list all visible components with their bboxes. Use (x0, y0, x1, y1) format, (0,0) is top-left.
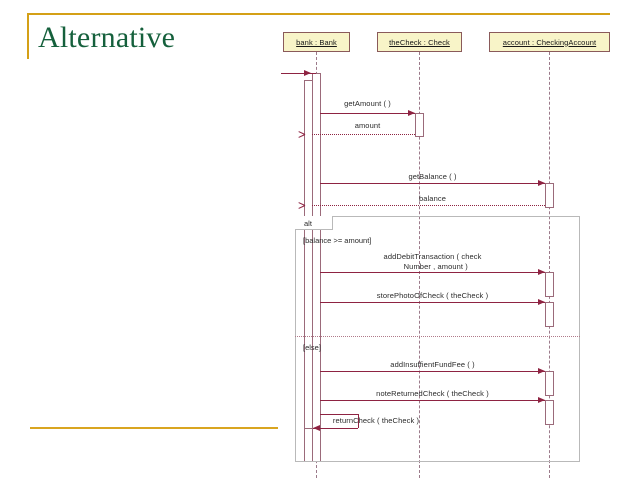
activation-bar-account (545, 183, 554, 208)
lifeline-head-theCheck[interactable]: theCheck : Check (377, 32, 462, 52)
found-message-line (281, 73, 316, 74)
title-top-rule (27, 13, 610, 15)
message-arrowhead-m5 (538, 269, 545, 275)
message-label-m6: storePhotoOfCheck ( theCheck ) (376, 291, 489, 300)
activation-bar-account (545, 400, 554, 425)
message-label-m7: addInsuffientFundFee ( ) (390, 360, 475, 369)
title-left-rule (27, 13, 29, 59)
lifeline-stem-account (549, 52, 550, 478)
alt-guard-1: [else] (303, 343, 321, 352)
lifeline-label: account : CheckingAccount (502, 37, 597, 47)
message-label-m4: balance (419, 194, 446, 203)
alt-operand-divider (295, 336, 580, 337)
alt-fragment-tab (295, 216, 333, 230)
message-line-m1 (320, 113, 415, 114)
message-label-m5: addDebitTransaction ( check Number , amo… (383, 252, 482, 271)
activation-bar-account (545, 302, 554, 327)
message-arrowhead-m2 (305, 130, 312, 138)
self-message-side-m9 (358, 414, 359, 428)
lifeline-head-account[interactable]: account : CheckingAccount (489, 32, 610, 52)
message-label-m2: amount (354, 121, 381, 130)
message-label-m3: getBalance ( ) (408, 172, 457, 181)
message-line-m3 (320, 183, 545, 184)
activation-bar-theCheck (415, 113, 424, 137)
activation-bar-account (545, 272, 554, 297)
self-message-arrowhead-m9 (313, 425, 320, 431)
lifeline-stem-theCheck (419, 52, 420, 478)
message-line-m7 (320, 371, 545, 372)
alt-fragment-operator: alt (304, 219, 312, 228)
message-arrowhead-m1 (408, 110, 415, 116)
self-message-top-m9 (320, 414, 358, 415)
message-arrowhead-m6 (538, 299, 545, 305)
lifeline-label: bank : Bank (296, 37, 337, 47)
message-label-m1: getAmount ( ) (344, 99, 391, 108)
message-label-m9: returnCheck ( theCheck ) (332, 416, 420, 425)
activation-bar-account (545, 371, 554, 396)
alt-guard-0: [balance >= amount] (303, 236, 372, 245)
message-line-m6 (320, 302, 545, 303)
message-line-m2 (312, 134, 415, 135)
lifeline-head-bank[interactable]: bank : Bank (283, 32, 350, 52)
message-arrowhead-m7 (538, 368, 545, 374)
message-line-m4 (312, 205, 545, 206)
alt-fragment-frame (295, 216, 580, 462)
found-message-arrowhead (304, 70, 311, 76)
message-arrowhead-m8 (538, 397, 545, 403)
lifeline-label: theCheck : Check (389, 37, 450, 47)
footer-rule (30, 427, 278, 429)
self-message-bottom-m9 (313, 428, 358, 429)
message-line-m5 (320, 272, 545, 273)
message-arrowhead-m3 (538, 180, 545, 186)
message-label-m8: noteReturnedCheck ( theCheck ) (376, 389, 489, 398)
message-line-m8 (320, 400, 545, 401)
page-title: Alternative (38, 21, 176, 54)
